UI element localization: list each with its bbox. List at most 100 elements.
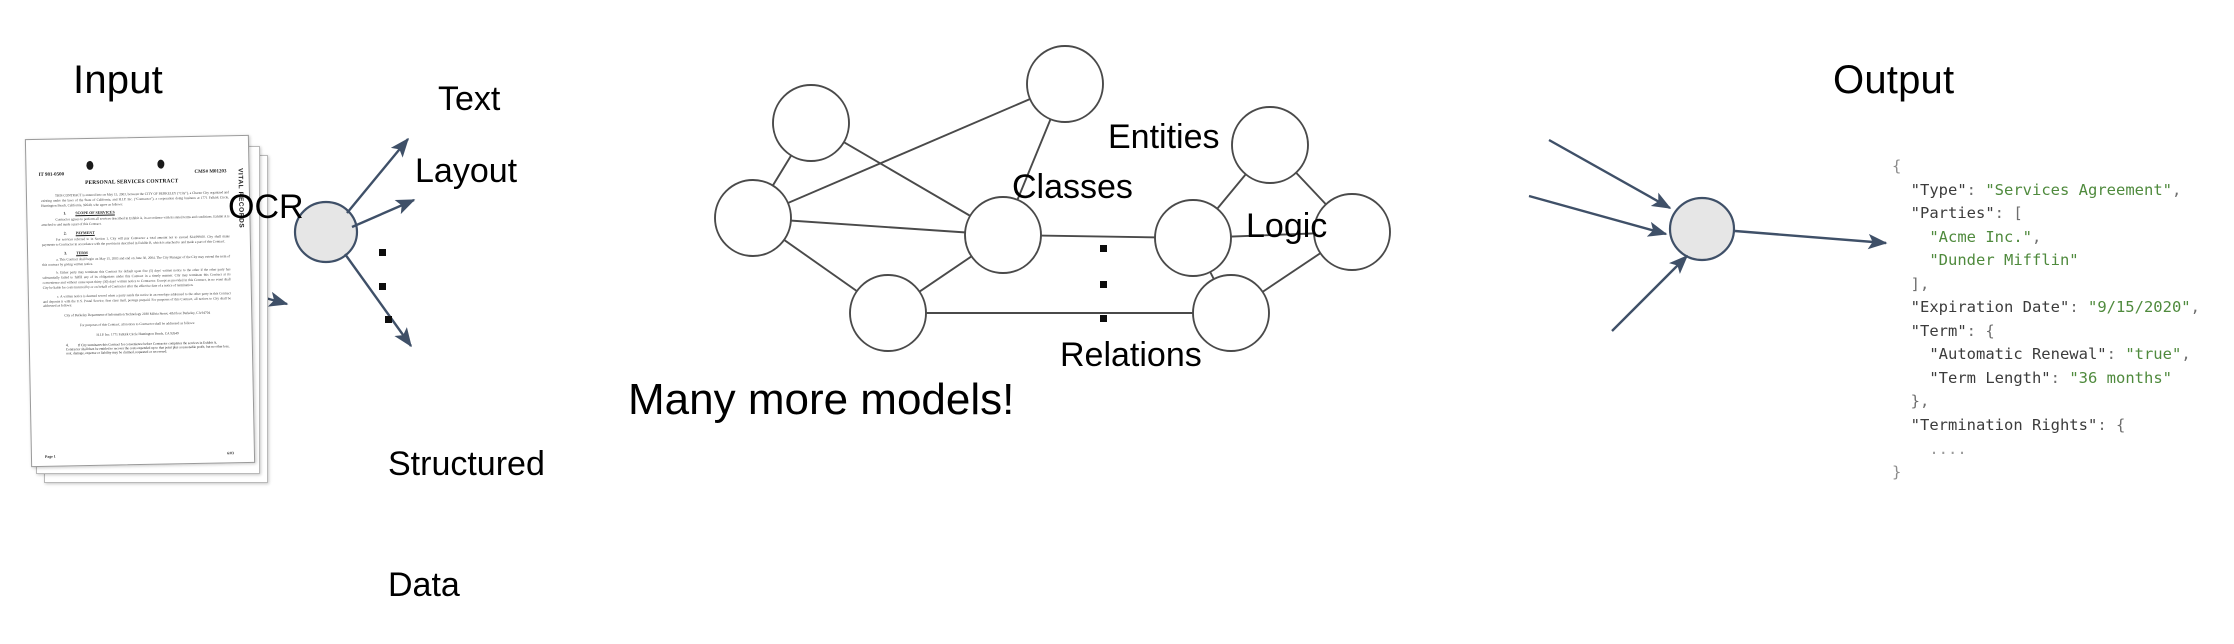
- logic-input-label-classes: Classes: [1012, 168, 1133, 206]
- json-token: : {: [2097, 416, 2126, 435]
- json-line: ....: [1892, 438, 2200, 462]
- json-token: "Term Length": [1929, 368, 2051, 387]
- document-header-right: CMS# M01203: [194, 169, 227, 175]
- document-sheet-front: VITAL RECORDS IT 981-0500 CMS# M01203 PE…: [24, 134, 256, 468]
- input-title: Input: [73, 58, 163, 102]
- ocr-node: [293, 200, 359, 264]
- logic-input-arrow-entities: [1548, 138, 1672, 210]
- json-token: "true": [2125, 345, 2182, 364]
- output-json-block: { "Type": "Services Agreement", "Parties…: [1892, 155, 2200, 485]
- json-token: },: [1910, 392, 1930, 411]
- document-title: PERSONAL SERVICES CONTRACT: [85, 178, 179, 187]
- ellipsis-dot: [1100, 281, 1107, 288]
- ocr-edge-label: OCR: [228, 188, 304, 226]
- document-header: IT 981-0500 CMS# M01203: [39, 169, 227, 178]
- document-section-title: TERM: [76, 250, 88, 256]
- graph-node[interactable]: [772, 84, 850, 162]
- json-line: "Termination Rights": {: [1892, 414, 2200, 438]
- output-label-structured-data: Structured Data: [388, 364, 545, 644]
- document-footer-right: 6/03: [227, 451, 234, 456]
- document-paragraph: b. Either party may terminate this Contr…: [42, 267, 231, 290]
- graph-node[interactable]: [1231, 106, 1309, 184]
- json-token: "Term": [1910, 321, 1967, 340]
- graph-edge: [752, 83, 1066, 219]
- logic-input-arrow-relations: [1611, 254, 1689, 332]
- model-graph: [714, 45, 1391, 352]
- json-line: "Dunder Mifflin": [1892, 249, 2200, 273]
- json-token: "Termination Rights": [1910, 416, 2098, 435]
- punch-hole-right: [157, 159, 165, 169]
- document-paragraph: Contractor agrees to perform all service…: [41, 214, 230, 228]
- json-token: "Expiration Date": [1910, 298, 2070, 317]
- document-body: THIS CONTRACT is entered into on May 15,…: [41, 190, 232, 358]
- graph-node[interactable]: [1192, 274, 1270, 352]
- json-token: :: [1966, 180, 1986, 199]
- output-label-text: Text: [438, 80, 501, 118]
- ellipsis-dot: [385, 316, 392, 323]
- document-footer: Page 1 6/03: [45, 451, 234, 459]
- json-token: ,: [2031, 227, 2042, 246]
- json-token: : {: [1966, 321, 1995, 340]
- graph-node[interactable]: [849, 274, 927, 352]
- document-address-city: City of Berkeley Department of Informati…: [64, 310, 211, 318]
- json-token: "Type": [1910, 180, 1967, 199]
- ocr-output-arrow-layout: [351, 198, 416, 229]
- ellipsis-dot: [379, 249, 386, 256]
- json-token: :: [2106, 345, 2126, 364]
- json-token: ,: [2190, 298, 2200, 317]
- input-document-stack[interactable]: VITAL RECORDS IT 981-0500 CMS# M01203 PE…: [24, 134, 276, 489]
- document-paragraph: a. This Contract shall begin on May 15, …: [42, 254, 231, 267]
- logic-input-arrow-classes: [1528, 194, 1668, 237]
- json-token: }: [1892, 463, 1902, 482]
- json-line: "Expiration Date": "9/15/2020",: [1892, 296, 2200, 320]
- document-section-number: 1.: [63, 211, 67, 216]
- graph-node[interactable]: [1154, 199, 1232, 277]
- document-section-title: SCOPE OF SERVICES: [75, 210, 115, 216]
- json-token: "Automatic Renewal": [1929, 345, 2107, 364]
- logic-input-label-entities: Entities: [1108, 118, 1220, 156]
- json-token: ....: [1929, 439, 1967, 458]
- json-token: : [: [1994, 204, 2023, 223]
- document-section-number: 3.: [64, 251, 68, 256]
- ocr-output-arrow-structured: [344, 253, 412, 348]
- logic-node: [1668, 196, 1736, 262]
- graph-edge: [752, 217, 1004, 236]
- graph-node[interactable]: [964, 196, 1042, 274]
- json-token: :: [2050, 368, 2070, 387]
- document-paragraph: For services referred to in Section 1, C…: [41, 234, 230, 247]
- graph-node[interactable]: [1026, 45, 1104, 123]
- json-token: "Dunder Mifflin": [1929, 251, 2079, 270]
- document-address-note: For purposes of this Contract, all notic…: [79, 321, 196, 328]
- json-line: "Parties": [: [1892, 202, 2200, 226]
- logic-output-arrow: [1734, 229, 1888, 250]
- json-token: ,: [2181, 345, 2191, 364]
- json-line: },: [1892, 390, 2200, 414]
- json-token: "9/15/2020": [2087, 298, 2191, 317]
- json-line: "Acme Inc.",: [1892, 226, 2200, 250]
- ellipsis-dot: [1100, 245, 1107, 252]
- json-token: ],: [1910, 274, 1930, 293]
- json-line: {: [1892, 155, 2200, 179]
- punch-hole-left: [86, 160, 94, 171]
- document-section4-text: If City terminates this Contract for con…: [65, 340, 230, 356]
- structured-line-2: Data: [388, 565, 460, 604]
- json-token: ,: [2171, 180, 2182, 199]
- json-token: :: [2069, 298, 2088, 317]
- document-section4: 4.If City terminates this Contract for c…: [66, 341, 232, 356]
- document-intro: THIS CONTRACT is entered into on May 15,…: [41, 190, 230, 208]
- json-line: "Type": "Services Agreement",: [1892, 179, 2200, 203]
- ellipsis-dot: [379, 283, 386, 290]
- json-line: ],: [1892, 273, 2200, 297]
- document-section-title: PAYMENT: [75, 230, 95, 236]
- logic-edge-label: Logic: [1246, 207, 1328, 245]
- graph-caption: Many more models!: [628, 375, 1015, 424]
- graph-node[interactable]: [714, 179, 792, 257]
- document-address-contractor: H.I.P. Inc. 1771 Falkirk Circle Huntingt…: [96, 331, 179, 338]
- json-token: {: [1892, 157, 1902, 175]
- json-line: "Term": {: [1892, 320, 2200, 344]
- output-title: Output: [1833, 58, 1955, 102]
- graph-node[interactable]: [1313, 193, 1391, 271]
- logic-input-label-relations: Relations: [1060, 336, 1202, 374]
